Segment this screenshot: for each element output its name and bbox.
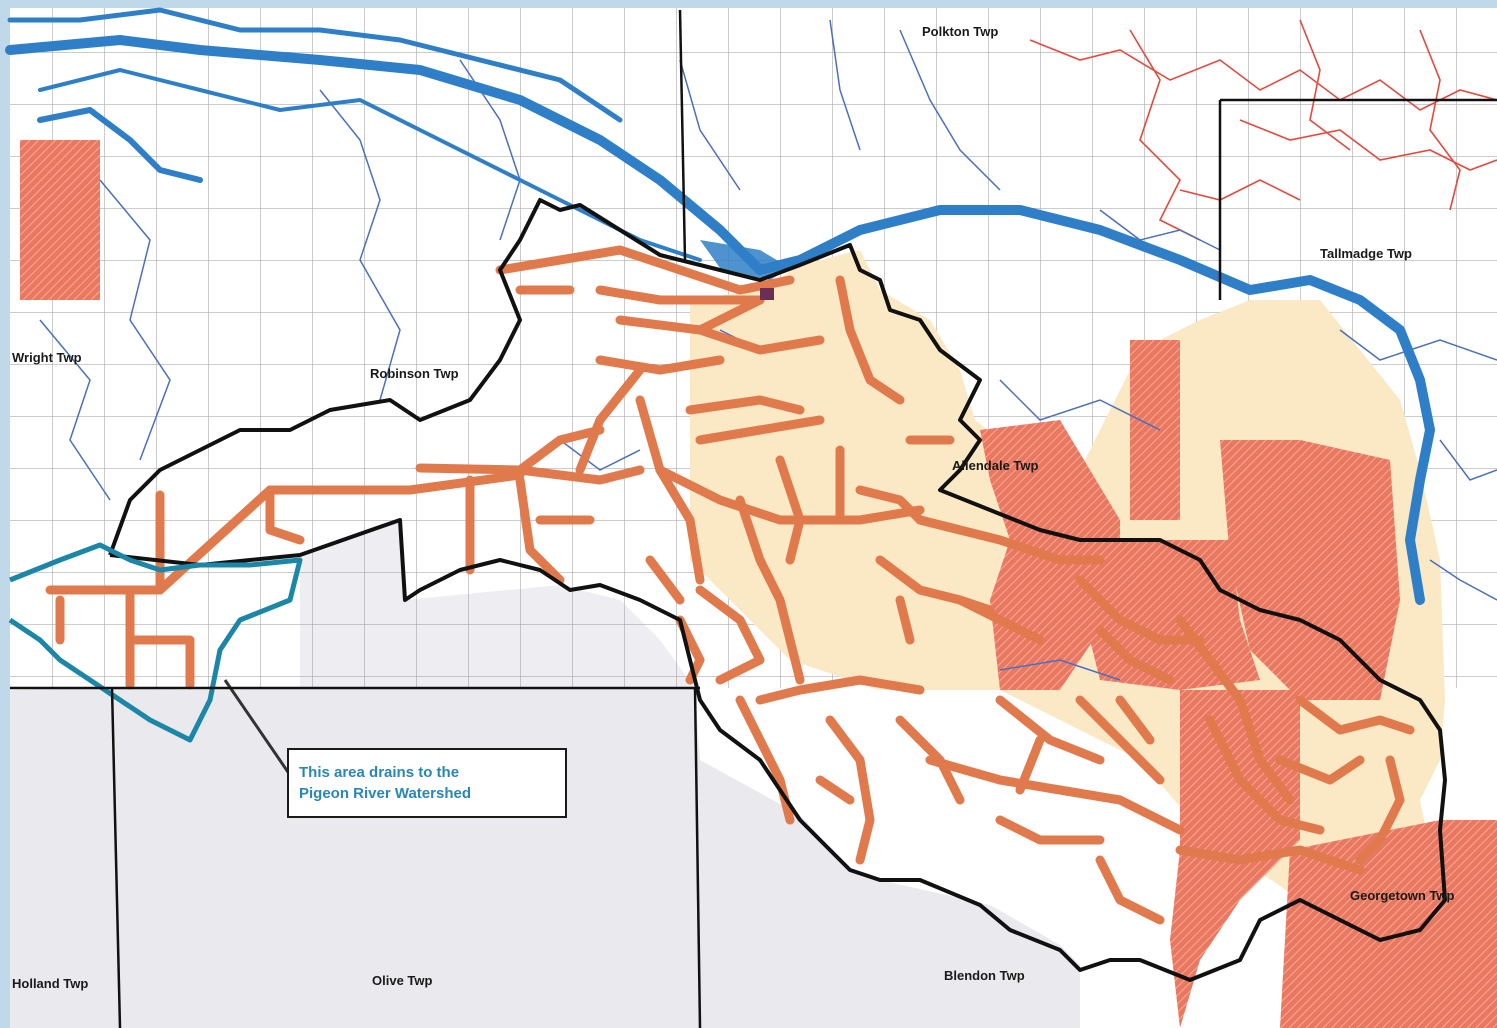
callout-line-1: This area drains to the bbox=[299, 764, 460, 781]
drains bbox=[45, 245, 1415, 925]
callout-line-2: Pigeon River Watershed bbox=[299, 785, 471, 802]
label-wright-twp: Wright Twp bbox=[12, 350, 82, 365]
township-lines bbox=[10, 9, 1497, 1028]
pigeon-boundary bbox=[8, 542, 303, 743]
red-streams bbox=[1029, 19, 1497, 241]
bayou-water bbox=[700, 240, 790, 280]
callout-leader bbox=[223, 679, 292, 776]
outside-county-area bbox=[10, 688, 1080, 1028]
pigeon-river-callout: This area drains to the Pigeon River Wat… bbox=[287, 748, 567, 818]
label-polkton-twp: Polkton Twp bbox=[922, 24, 998, 39]
label-allendale-twp: Allendale Twp bbox=[952, 458, 1038, 473]
label-tallmadge-twp: Tallmadge Twp bbox=[1320, 246, 1412, 261]
lake-marker bbox=[760, 288, 774, 300]
label-robinson-twp: Robinson Twp bbox=[370, 366, 459, 381]
label-olive-twp: Olive Twp bbox=[372, 973, 432, 988]
label-blendon-twp: Blendon Twp bbox=[944, 968, 1025, 983]
label-georgetown-twp: Georgetown Twp bbox=[1350, 888, 1455, 903]
label-holland-twp: Holland Twp bbox=[12, 976, 88, 991]
watershed-boundary bbox=[108, 198, 1447, 982]
